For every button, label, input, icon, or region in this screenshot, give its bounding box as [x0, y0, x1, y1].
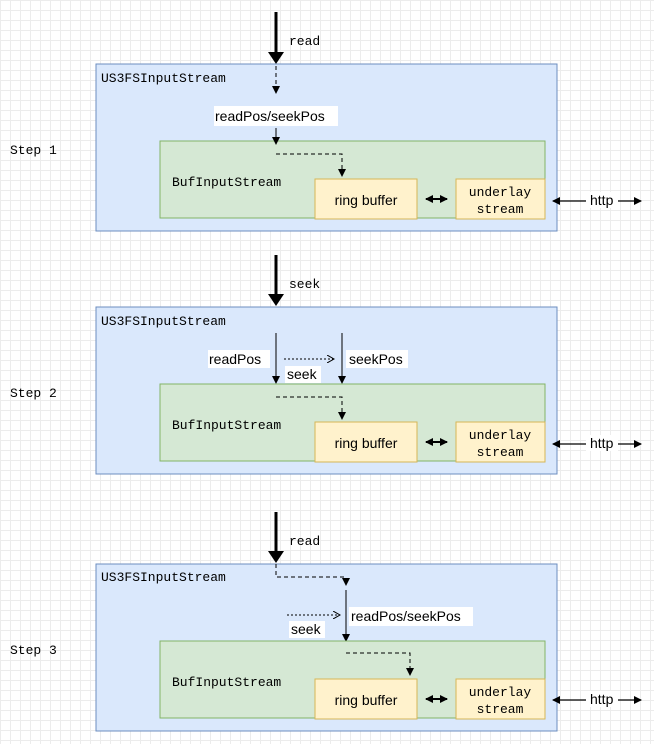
- ring-buffer-label: ring buffer: [335, 435, 398, 451]
- step-label: Step 2: [10, 386, 57, 401]
- step-label: Step 1: [10, 143, 57, 158]
- underlay-label-line2: stream: [477, 702, 524, 717]
- seek-label-bg: [285, 366, 321, 383]
- inner-title: BufInputStream: [172, 675, 281, 690]
- seek-pos-label: seekPos: [349, 351, 403, 367]
- underlay-stream-box: [455, 678, 546, 720]
- action-label: read: [289, 34, 320, 49]
- http-label: http: [590, 435, 614, 451]
- seek-label: seek: [291, 621, 322, 637]
- read-pos-label: readPos: [209, 351, 261, 367]
- underlay-label-line2: stream: [477, 202, 524, 217]
- dashed-pointer-head: [272, 86, 280, 94]
- pos-pointer-head: [272, 137, 280, 145]
- action-label: seek: [289, 277, 320, 292]
- dashed-pointer-to-buffer: [346, 652, 411, 669]
- seek-label: seek: [287, 366, 318, 382]
- inner-title: BufInputStream: [172, 418, 281, 433]
- underlay-label-line2: stream: [477, 445, 524, 460]
- outer-title: US3FSInputStream: [101, 71, 226, 86]
- pos-label: readPos/seekPos: [351, 608, 461, 624]
- read-pos-label-bg: [208, 350, 270, 368]
- underlay-label-line1: underlay: [469, 185, 532, 200]
- seek-pos-arrow-head: [338, 376, 346, 384]
- step-1-group: Step 1 read US3FSInputStream readPos/see…: [10, 12, 642, 232]
- underlay-label-line1: underlay: [469, 685, 532, 700]
- pos-label: readPos/seekPos: [215, 108, 325, 124]
- ring-buffer-label: ring buffer: [335, 192, 398, 208]
- seek-label-bg: [289, 621, 325, 638]
- inner-title: BufInputStream: [172, 175, 281, 190]
- underlay-stream-box: [455, 178, 546, 220]
- dashed-pointer-to-buffer-head: [338, 412, 346, 420]
- action-label: read: [289, 534, 320, 549]
- ring-buffer-label: ring buffer: [335, 692, 398, 708]
- http-label-bg: [586, 435, 618, 451]
- dashed-pointer-to-buffer: [276, 396, 343, 413]
- http-label: http: [590, 691, 614, 707]
- step-2-group: Step 2 seek US3FSInputStream readPos see…: [10, 255, 642, 475]
- seek-pos-label-bg: [346, 350, 408, 368]
- outer-title: US3FSInputStream: [101, 570, 226, 585]
- step-label: Step 3: [10, 643, 57, 658]
- read-pos-arrow-head: [272, 376, 280, 384]
- pos-arrow-head: [342, 634, 350, 642]
- dashed-pointer-to-buffer-head: [338, 169, 346, 177]
- ring-buffer-box: [314, 421, 418, 463]
- dashed-pointer-to-buffer-head: [406, 668, 414, 676]
- dashed-pointer-to-buffer: [276, 153, 343, 170]
- underlay-stream-box: [455, 421, 546, 463]
- read-arrow-head: [268, 551, 284, 563]
- http-label: http: [590, 192, 614, 208]
- ring-buffer-box: [314, 678, 418, 720]
- dashed-pointer-head: [342, 578, 350, 586]
- step-3-group: Step 3 read US3FSInputStream readPos/see…: [10, 512, 642, 732]
- underlay-label-line1: underlay: [469, 428, 532, 443]
- seek-arrow-head: [268, 294, 284, 306]
- http-label-bg: [586, 691, 618, 707]
- http-label-bg: [586, 192, 618, 208]
- pos-label-bg: [349, 607, 473, 626]
- outer-title: US3FSInputStream: [101, 314, 226, 329]
- read-arrow-head: [268, 52, 284, 64]
- pos-label-bg: [214, 106, 338, 126]
- ring-buffer-box: [314, 178, 418, 220]
